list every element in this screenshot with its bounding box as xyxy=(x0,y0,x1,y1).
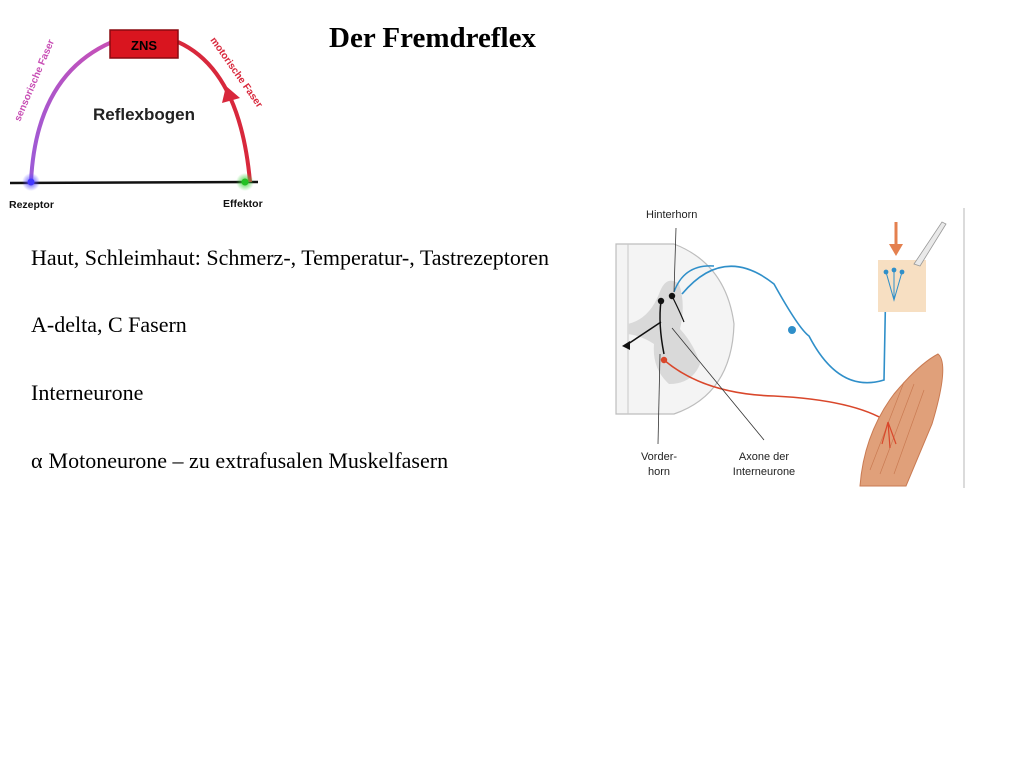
efferent-fiber xyxy=(663,359,889,423)
afferent-fiber xyxy=(681,265,887,384)
sensory-arc xyxy=(29,40,113,183)
bullet-item: Haut, Schleimhaut: Schmerz-, Temperatur-… xyxy=(31,245,549,270)
slide-title: Der Fremdreflex xyxy=(329,22,536,54)
effector-label: Effektor xyxy=(223,198,263,210)
bullet-item: A-delta, C Fasern xyxy=(31,312,187,337)
stimulus-arrow-icon xyxy=(889,244,903,256)
reflexbogen-label: Reflexbogen xyxy=(93,105,195,124)
label-axone: Axone der xyxy=(739,451,789,463)
arrow-left-icon xyxy=(622,341,630,350)
muscle xyxy=(859,353,944,487)
label-hinterhorn: Hinterhorn xyxy=(646,209,697,221)
motor-arrow-icon xyxy=(222,86,240,103)
label-axone: Interneurone xyxy=(733,466,795,478)
receptor-label: Rezeptor xyxy=(9,199,54,211)
grey-matter xyxy=(628,280,700,384)
skin-block xyxy=(878,260,926,312)
dorsal-ganglion-cell xyxy=(788,326,796,334)
bullet-item-text: Motoneurone – zu extrafusalen Muskelfase… xyxy=(48,448,449,473)
zns-box xyxy=(109,29,179,59)
reflex-pathway-diagram: Hinterhorn Vorder- horn Axone der Intern… xyxy=(615,208,965,488)
sensory-label: sensorische Faser xyxy=(13,38,57,123)
alpha-symbol: α xyxy=(31,448,43,473)
label-vorderhorn: Vorder- xyxy=(641,451,677,463)
baseline xyxy=(9,180,259,185)
bullet-list: Haut, Schleimhaut: Schmerz-, Temperatur-… xyxy=(31,242,591,513)
bullet-item: Interneurone xyxy=(31,380,144,405)
reflexbogen-diagram: ZNS Reflexbogen sensorische Faser motori… xyxy=(9,29,264,211)
zns-label: ZNS xyxy=(131,38,157,53)
label-vorderhorn: horn xyxy=(648,466,670,478)
